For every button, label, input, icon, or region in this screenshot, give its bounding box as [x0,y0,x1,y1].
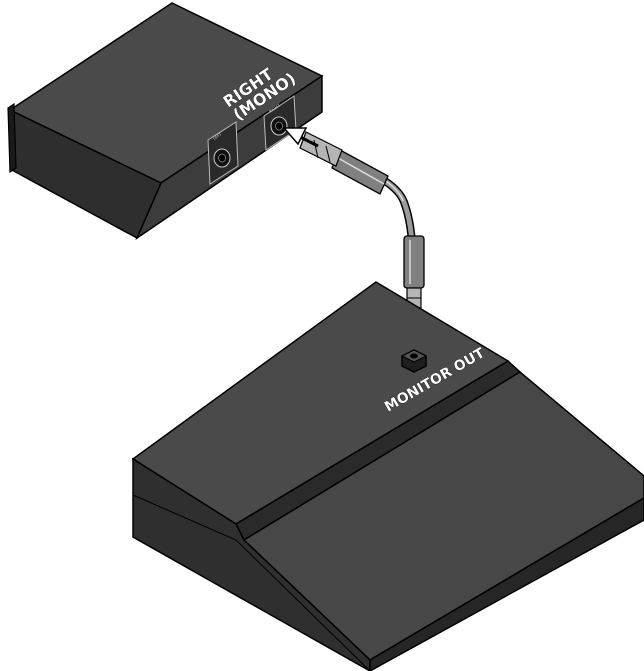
svg-text:LEFT: LEFT [212,131,223,141]
mixing-console: MONITOR OUT [131,281,644,671]
console-front-face [369,497,644,671]
monitor-out-jack [400,349,428,373]
cable-plug-top [299,131,389,195]
amplifier-left-jack: LEFT [207,121,239,185]
amplifier-front-ear [7,102,17,174]
amplifier-unit: LEFT RIGHT RIGHT (MONO) [7,2,324,241]
arrow-to-amplifier-jack [282,127,319,148]
svg-text:RIGHT: RIGHT [268,103,282,114]
